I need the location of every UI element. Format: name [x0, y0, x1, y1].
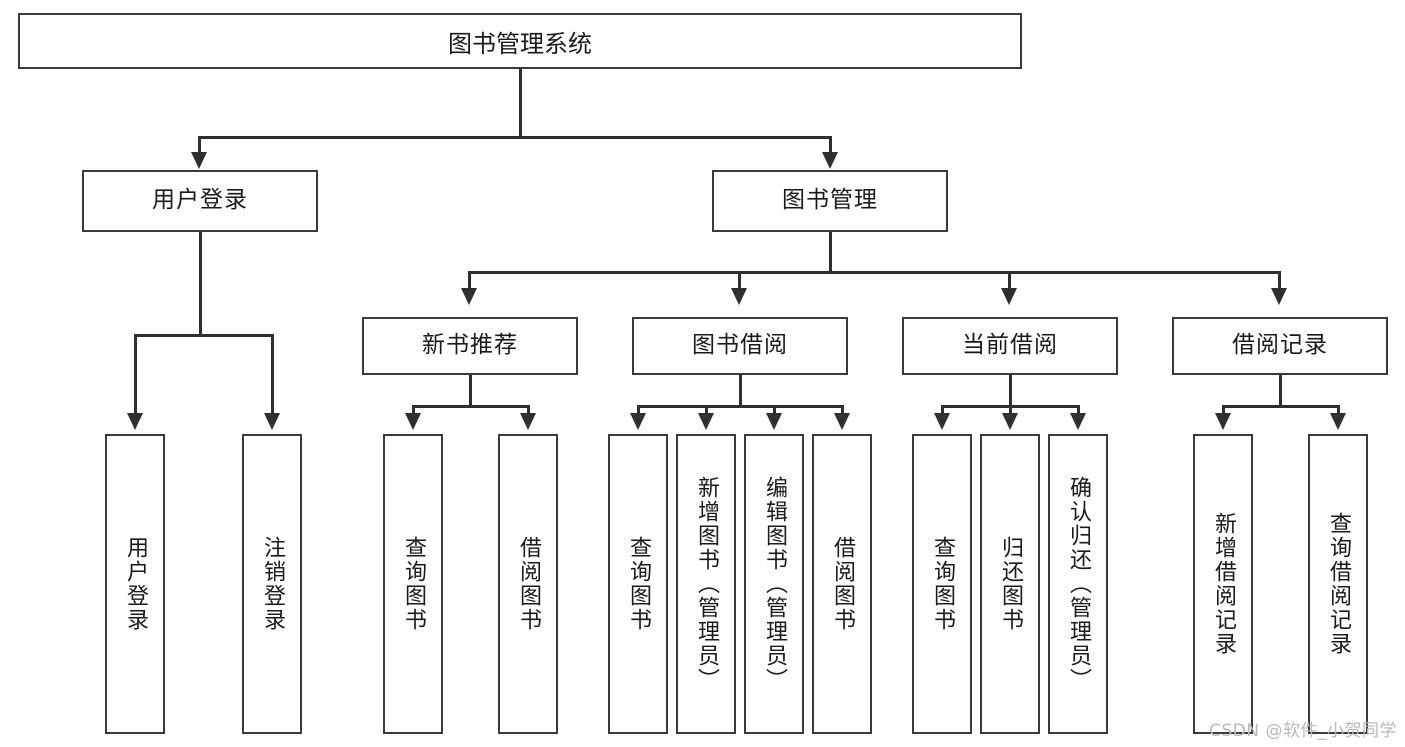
node-new-book-recommend[interactable]: 新书推荐: [362, 317, 578, 375]
arrow-current-borrow: [1001, 288, 1017, 305]
leaf-add-book-admin[interactable]: 新增图书（管理员）: [676, 434, 736, 734]
edge-drop-leaf-borrow-record-2: [1337, 405, 1340, 418]
leaf-query-book-newbook[interactable]: 查询图书: [383, 434, 443, 734]
edge-borrow-record-stem: [1279, 375, 1282, 406]
edge-drop-leaf-current-borrow-2: [1009, 405, 1012, 418]
arrow-user-login: [191, 152, 207, 169]
arrow-leaf-user-login-1: [127, 413, 143, 430]
edge-borrow-record-bus: [1222, 405, 1339, 408]
arrow-leaf-user-login-2: [264, 413, 280, 430]
node-root-book-management-system[interactable]: 图书管理系统: [18, 13, 1022, 69]
leaf-label: 编辑图书（管理员）: [761, 476, 787, 692]
edge-drop-leaf-book-borrow-4: [841, 405, 844, 418]
node-label: 借阅记录: [1232, 332, 1328, 359]
edge-book-management-stem: [829, 232, 832, 272]
edge-drop-leaf-borrow-record-1: [1222, 405, 1225, 418]
leaf-label: 查询借阅记录: [1325, 512, 1351, 656]
arrow-leaf-borrow-record-1: [1215, 413, 1231, 430]
leaf-borrow-book-newbook[interactable]: 借阅图书: [498, 434, 558, 734]
leaf-return-book[interactable]: 归还图书: [980, 434, 1040, 734]
node-label: 图书管理系统: [448, 29, 592, 58]
arrow-book-management: [822, 152, 838, 169]
edge-drop-leaf-book-borrow-3: [773, 405, 776, 418]
edge-drop-leaf-new-book-2: [527, 405, 530, 418]
node-label: 用户登录: [152, 187, 248, 214]
leaf-borrow-book[interactable]: 借阅图书: [812, 434, 872, 734]
node-book-borrow[interactable]: 图书借阅: [632, 317, 848, 375]
leaf-query-book-borrow[interactable]: 查询图书: [608, 434, 668, 734]
edge-drop-borrow-record: [1278, 271, 1281, 293]
leaf-label: 借阅图书: [515, 536, 541, 632]
edge-book-borrow-bus: [637, 405, 843, 408]
edge-drop-leaf-current-borrow-1: [941, 405, 944, 418]
edge-drop-current-borrow: [1008, 271, 1011, 293]
leaf-label: 用户登录: [122, 536, 148, 632]
leaf-label: 注销登录: [259, 536, 285, 632]
leaf-query-book-current[interactable]: 查询图书: [912, 434, 972, 734]
leaf-label: 归还图书: [997, 536, 1023, 632]
edge-root-stem: [519, 69, 522, 137]
leaf-label: 查询图书: [929, 536, 955, 632]
leaf-user-login[interactable]: 用户登录: [105, 434, 165, 734]
arrow-leaf-current-borrow-1: [934, 413, 950, 430]
edge-level3-bus: [468, 271, 1280, 274]
arrow-leaf-new-book-1: [405, 413, 421, 430]
node-label: 当前借阅: [962, 332, 1058, 359]
arrow-new-book: [461, 288, 477, 305]
arrow-leaf-book-borrow-4: [834, 413, 850, 430]
node-current-borrow[interactable]: 当前借阅: [902, 317, 1118, 375]
node-book-management[interactable]: 图书管理: [712, 170, 948, 232]
edge-drop-book-borrow: [738, 271, 741, 293]
leaf-edit-book-admin[interactable]: 编辑图书（管理员）: [744, 434, 804, 734]
edge-user-login-bus: [134, 334, 273, 337]
arrow-leaf-current-borrow-2: [1002, 413, 1018, 430]
leaf-label: 查询图书: [625, 536, 651, 632]
leaf-confirm-return-admin[interactable]: 确认归还（管理员）: [1048, 434, 1108, 734]
arrow-book-borrow: [731, 288, 747, 305]
edge-drop-leaf-user-login-1: [134, 334, 137, 418]
edge-drop-user-login: [198, 136, 201, 158]
node-user-login[interactable]: 用户登录: [82, 170, 318, 232]
edge-drop-leaf-current-borrow-3: [1077, 405, 1080, 418]
arrow-leaf-book-borrow-1: [630, 413, 646, 430]
edge-drop-leaf-book-borrow-2: [705, 405, 708, 418]
edge-current-borrow-stem: [1009, 375, 1012, 406]
edge-drop-leaf-user-login-2: [271, 334, 274, 418]
edge-drop-leaf-new-book-1: [412, 405, 415, 418]
edge-book-borrow-stem: [739, 375, 742, 406]
arrow-leaf-borrow-record-2: [1330, 413, 1346, 430]
arrow-leaf-current-borrow-3: [1070, 413, 1086, 430]
leaf-label: 新增图书（管理员）: [693, 476, 719, 692]
leaf-label: 新增借阅记录: [1210, 512, 1236, 656]
edge-level2-bus: [198, 136, 832, 139]
edge-user-login-stem: [199, 232, 202, 335]
node-label: 图书借阅: [692, 332, 788, 359]
edge-new-book-bus: [412, 405, 529, 408]
leaf-label: 查询图书: [400, 536, 426, 632]
edge-drop-leaf-book-borrow-1: [637, 405, 640, 418]
node-label: 新书推荐: [422, 332, 518, 359]
arrow-leaf-book-borrow-3: [766, 413, 782, 430]
edge-drop-new-book: [468, 271, 471, 293]
leaf-label: 借阅图书: [829, 536, 855, 632]
arrow-borrow-record: [1271, 288, 1287, 305]
leaf-add-borrow-record[interactable]: 新增借阅记录: [1193, 434, 1253, 734]
edge-drop-book-management: [829, 136, 832, 158]
leaf-logout[interactable]: 注销登录: [242, 434, 302, 734]
node-borrow-record[interactable]: 借阅记录: [1172, 317, 1388, 375]
leaf-query-borrow-record[interactable]: 查询借阅记录: [1308, 434, 1368, 734]
arrow-leaf-new-book-2: [520, 413, 536, 430]
node-label: 图书管理: [782, 187, 878, 214]
edge-new-book-stem: [469, 375, 472, 406]
leaf-label: 确认归还（管理员）: [1065, 476, 1091, 692]
arrow-leaf-book-borrow-2: [698, 413, 714, 430]
